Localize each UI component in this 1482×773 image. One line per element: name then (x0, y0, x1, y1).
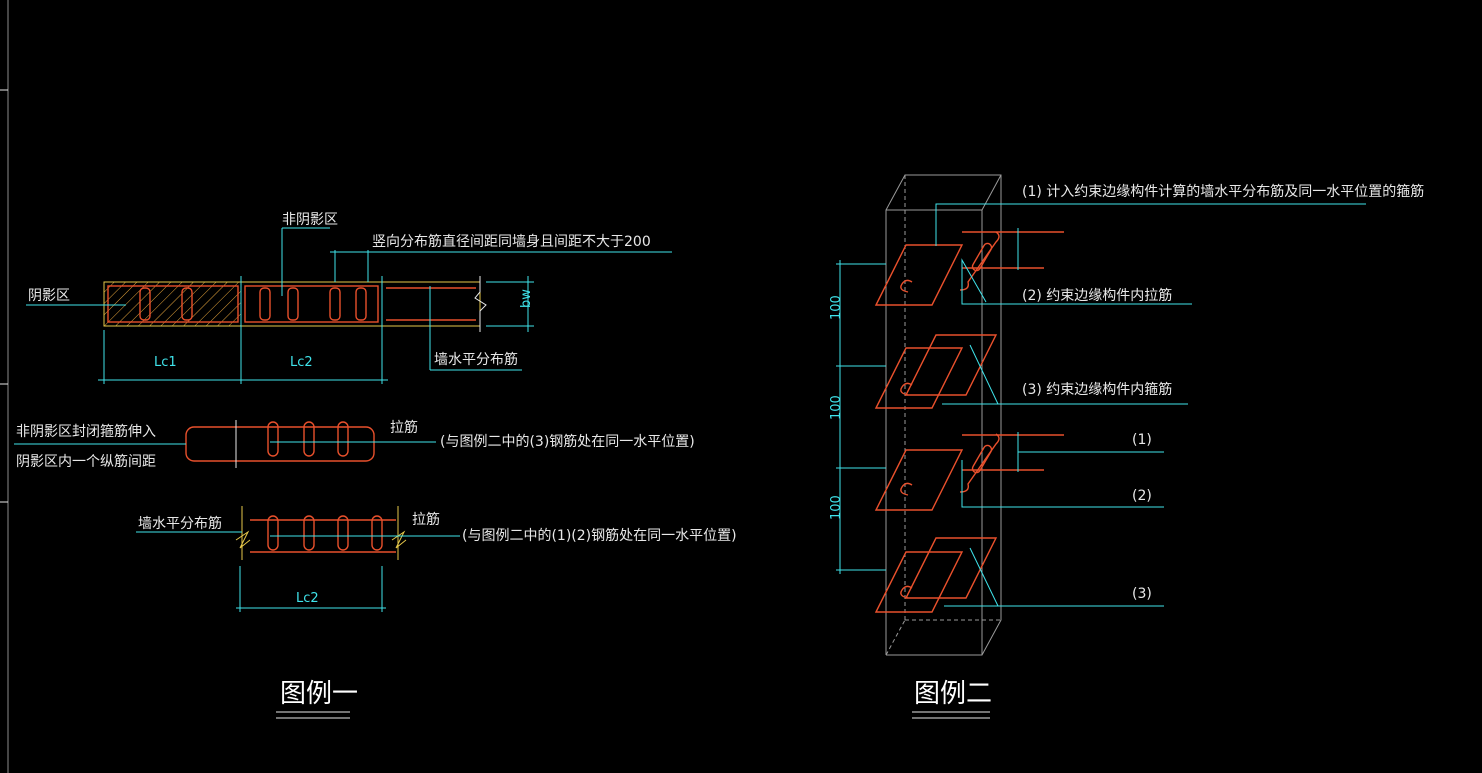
legend2-title: 图例二 (914, 679, 992, 709)
viewport-edge (0, 0, 9, 773)
legend2-tag-3: (3) (1132, 586, 1152, 602)
legend1-wall-horizontal-row (136, 506, 460, 612)
label-vertical-bar: 竖向分布筋直径间距同墙身且间距不大于200 (372, 233, 651, 250)
legend1-title: 图例一 (280, 679, 358, 709)
legend2-column-3d (885, 174, 1002, 656)
label-stirrup-line2: 阴影区内一个纵筋间距 (16, 453, 156, 470)
label-lc2-b: Lc2 (296, 591, 319, 606)
label-tie-2-note: (与图例二中的(1)(2)钢筋处在同一水平位置) (462, 527, 737, 544)
legend1-wall-plan: bw (26, 227, 672, 384)
dim-100-2: 100 (829, 395, 844, 420)
label-lc1: Lc1 (154, 355, 177, 370)
legend2-tag-1: (1) (1132, 432, 1152, 448)
nonshadow-stirrup (244, 285, 379, 323)
legend2-note-1: (1) 计入约束边缘构件计算的墙水平分布筋及同一水平位置的箍筋 (1022, 183, 1424, 200)
legend2-note-3: (3) 约束边缘构件内箍筋 (1022, 381, 1172, 398)
label-wall-horizontal: 墙水平分布筋 (434, 351, 518, 368)
label-stirrup-line1: 非阴影区封闭箍筋伸入 (16, 423, 156, 440)
legend2-dimensions (836, 203, 1366, 607)
label-tie-1: 拉筋 (390, 419, 418, 436)
shadow-zone-hatch (103, 281, 242, 327)
legend1-stirrup-row (14, 420, 436, 468)
label-wall-horizontal-2: 墙水平分布筋 (138, 515, 222, 532)
label-nonshadow-zone: 非阴影区 (282, 212, 338, 228)
label-tie-1-note: (与图例二中的(3)钢筋处在同一水平位置) (440, 433, 695, 450)
label-shadow-zone: 阴影区 (28, 288, 70, 304)
shadow-stirrup (107, 285, 239, 323)
legend2-rebar-layers (874, 231, 1064, 613)
dim-100-3: 100 (829, 495, 844, 520)
label-lc2: Lc2 (290, 355, 313, 370)
label-tie-2: 拉筋 (412, 511, 440, 528)
dim-100-1: 100 (829, 295, 844, 320)
legend2-note-2: (2) 约束边缘构件内拉筋 (1022, 287, 1172, 304)
legend2-tag-2: (2) (1132, 488, 1152, 504)
bw-label: bw (519, 289, 534, 308)
